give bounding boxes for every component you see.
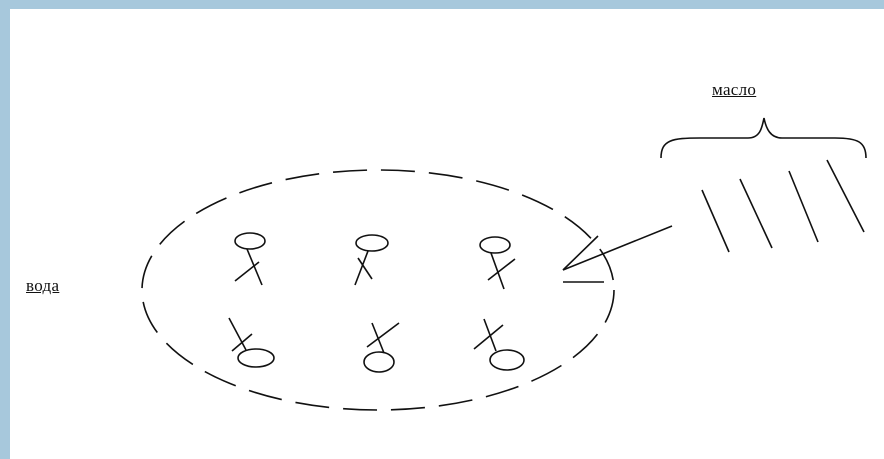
oil-arrow: [563, 226, 672, 282]
molecule-head: [235, 233, 265, 249]
droplet-ellipse: [142, 170, 614, 410]
molecule-top-3: [480, 237, 515, 289]
molecule-tail: [491, 253, 504, 289]
molecule-tail: [474, 325, 503, 349]
molecule-head: [480, 237, 510, 253]
molecule-bottom-2: [364, 323, 399, 372]
water-label: вода: [26, 276, 59, 296]
oil-chain: [827, 160, 864, 232]
molecule-head: [356, 235, 388, 251]
oil-chain: [702, 190, 729, 252]
oil-chain: [740, 179, 772, 248]
molecule-tail: [247, 249, 262, 285]
molecule-top-1: [235, 233, 265, 285]
molecule-tail: [235, 262, 259, 281]
oil-label: масло: [712, 80, 756, 100]
molecule-tail: [229, 318, 246, 350]
molecule-tail: [367, 323, 399, 347]
molecule-tail: [358, 258, 372, 279]
molecule-tail: [355, 251, 368, 285]
arrow-shaft: [563, 226, 672, 270]
molecule-head: [490, 350, 524, 370]
molecule-bottom-3: [474, 319, 524, 370]
arrow-head-upper: [563, 236, 598, 270]
oil-molecules: [702, 160, 864, 252]
oil-chain: [789, 171, 818, 242]
molecule-bottom-1: [229, 318, 274, 367]
molecule-tail: [232, 334, 252, 351]
molecule-head: [364, 352, 394, 372]
molecule-head: [238, 349, 274, 367]
molecule-tail: [488, 259, 515, 280]
molecule-top-2: [355, 235, 388, 285]
oil-brace: [661, 118, 866, 158]
